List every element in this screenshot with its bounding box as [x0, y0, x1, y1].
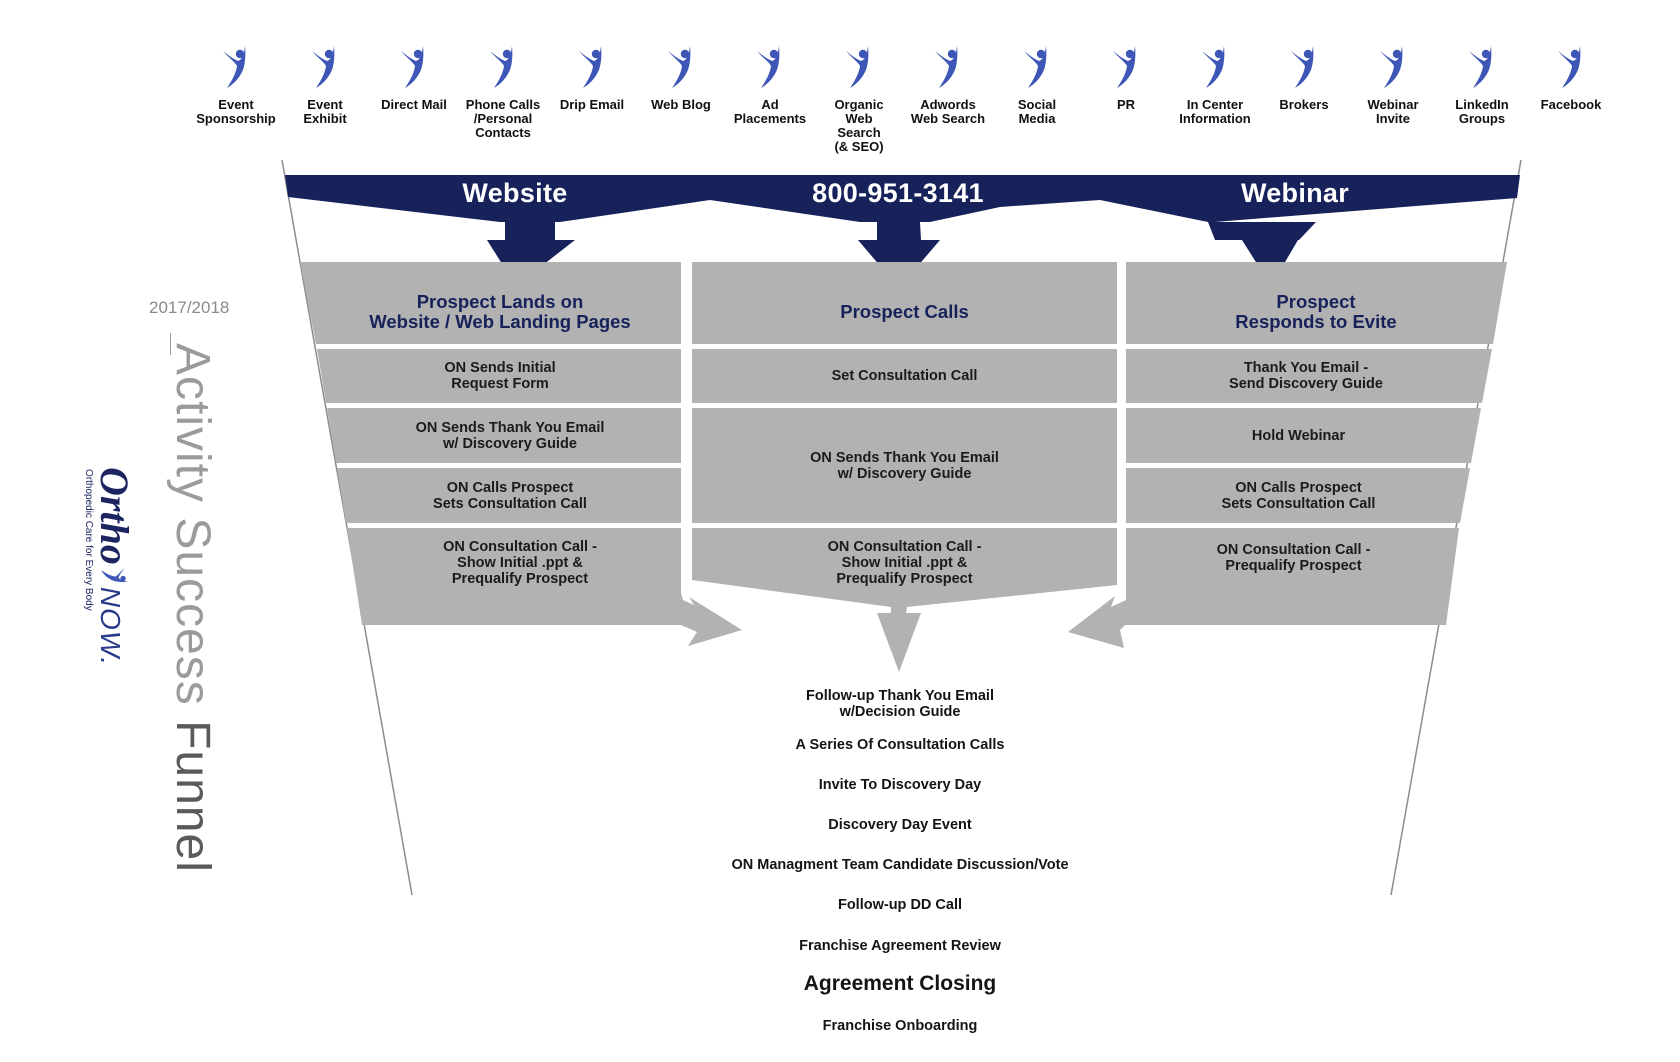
source-webinar-invite: Webinar Invite	[1351, 44, 1435, 126]
source-label: PR	[1116, 97, 1136, 112]
person-jump-icon	[223, 46, 246, 88]
channel-website: Website	[462, 178, 568, 208]
column-webinar-step: Thank You Email - Send Discovery Guide	[1229, 360, 1383, 392]
logo-ortho: Ortho	[92, 467, 137, 565]
source-brokers: Brokers	[1262, 44, 1346, 112]
logo-now: NOW.	[95, 586, 126, 666]
person-jump-icon	[312, 46, 335, 88]
person-jump-icon	[579, 46, 602, 88]
source-linkedin-groups: LinkedIn Groups	[1440, 44, 1524, 126]
column-website-step: ON Consultation Call - Show Initial .ppt…	[443, 539, 597, 587]
source-direct-mail: Direct Mail	[372, 44, 456, 112]
source-label: In Center Information	[1179, 97, 1251, 126]
funnel-step: ON Managment Team Candidate Discussion/V…	[731, 857, 1069, 873]
source-phone-calls: Phone Calls /Personal Contacts	[461, 44, 545, 140]
person-jump-icon	[1291, 46, 1314, 88]
source-ad-placements: Ad Placements	[728, 44, 812, 126]
column-webinar-shapes	[1068, 262, 1507, 648]
source-drip-email: Drip Email	[550, 44, 634, 112]
source-social-media: Social Media	[995, 44, 1079, 126]
channel-webinar: Webinar	[1240, 178, 1350, 208]
person-jump-icon	[1202, 46, 1225, 88]
source-label: Social Media	[1017, 97, 1057, 126]
source-label: Direct Mail	[381, 97, 447, 112]
column-website-shapes	[300, 262, 742, 646]
person-jump-icon	[1113, 46, 1136, 88]
channel-phone: 800-951-3141	[812, 178, 984, 208]
source-label: Web Blog	[651, 97, 711, 112]
person-jump-icon	[668, 46, 691, 88]
column-webinar-step: Hold Webinar	[1251, 427, 1346, 444]
source-facebook: Facebook	[1529, 44, 1613, 112]
channel-band	[285, 175, 1520, 288]
source-web-blog: Web Blog	[639, 44, 723, 112]
source-in-center-information: In Center Information	[1173, 44, 1257, 126]
person-jump-icon	[757, 46, 780, 88]
person-jump-icon	[935, 46, 958, 88]
person-jump-icon	[1558, 46, 1581, 88]
source-label: Event Sponsorship	[196, 97, 276, 126]
source-event-sponsorship: Event Sponsorship	[194, 44, 278, 126]
source-label: LinkedIn Groups	[1455, 97, 1509, 126]
column-phone-header: Prospect Calls	[840, 301, 969, 322]
person-jump-icon	[1380, 46, 1403, 88]
funnel-step: Franchise Onboarding	[822, 1018, 978, 1034]
column-phone-step: ON Consultation Call - Show Initial .ppt…	[827, 539, 982, 587]
title-light: Activity Success	[166, 343, 219, 721]
column-website-step: ON Sends Thank You Email w/ Discovery Gu…	[415, 419, 605, 452]
person-jump-icon	[1469, 46, 1492, 88]
funnel-step: Follow-up Thank You Email w/Decision Gui…	[806, 688, 994, 720]
source-organic-web-search: Organic Web Search (& SEO)	[817, 44, 901, 154]
person-jump-icon	[401, 46, 424, 88]
column-webinar-step: ON Consultation Call - Prequalify Prospe…	[1216, 542, 1371, 574]
person-jump-icon	[1024, 46, 1047, 88]
column-phone-step: ON Sends Thank You Email w/ Discovery Gu…	[810, 449, 999, 482]
source-adwords: Adwords Web Search	[906, 44, 990, 126]
source-label: Drip Email	[559, 97, 625, 112]
source-label: Facebook	[1540, 97, 1602, 112]
column-website-step: ON Calls Prospect Sets Consultation Call	[433, 479, 587, 512]
funnel-left-edge	[281, 159, 413, 896]
column-webinar-header: Prospect Responds to Evite	[1235, 291, 1397, 332]
source-label: Organic Web Search (& SEO)	[834, 97, 884, 154]
person-jump-icon	[101, 567, 129, 582]
person-jump-icon	[846, 46, 869, 88]
funnel-step: Franchise Agreement Review	[799, 938, 1001, 954]
orthonow-logo: OrthoNOW. Orthopedic Care for Every Body	[83, 467, 138, 666]
column-phone-step: Set Consultation Call	[831, 368, 978, 384]
source-pr: PR	[1084, 44, 1168, 112]
column-website-step: ON Sends Initial Request Form	[444, 360, 556, 392]
source-label: Phone Calls /Personal Contacts	[465, 97, 541, 140]
funnel-step: Follow-up DD Call	[837, 897, 963, 913]
funnel-step: A Series Of Consultation Calls	[795, 737, 1005, 753]
source-event-exhibit: Event Exhibit	[283, 44, 367, 126]
page-title: Activity Success Funnel	[165, 343, 220, 873]
source-label: Webinar Invite	[1367, 97, 1419, 126]
column-website-header: Prospect Lands on Website / Web Landing …	[369, 291, 631, 332]
source-label: Adwords Web Search	[910, 97, 986, 126]
title-divider	[170, 333, 171, 355]
source-label: Ad Placements	[733, 97, 807, 126]
person-jump-icon	[490, 46, 513, 88]
funnel-step: Invite To Discovery Day	[818, 777, 982, 793]
funnel-step: Discovery Day Event	[828, 817, 972, 833]
column-webinar-step: ON Calls Prospect Sets Consultation Call	[1221, 479, 1376, 512]
title-strong: Funnel	[166, 720, 219, 873]
column-phone-shapes	[692, 262, 1117, 672]
year-label: 2017/2018	[149, 298, 230, 317]
source-label: Event Exhibit	[303, 97, 347, 126]
funnel-step-emphasis: Agreement Closing	[803, 972, 997, 995]
logo-tagline: Orthopedic Care for Every Body	[83, 469, 94, 611]
source-label: Brokers	[1279, 97, 1329, 112]
